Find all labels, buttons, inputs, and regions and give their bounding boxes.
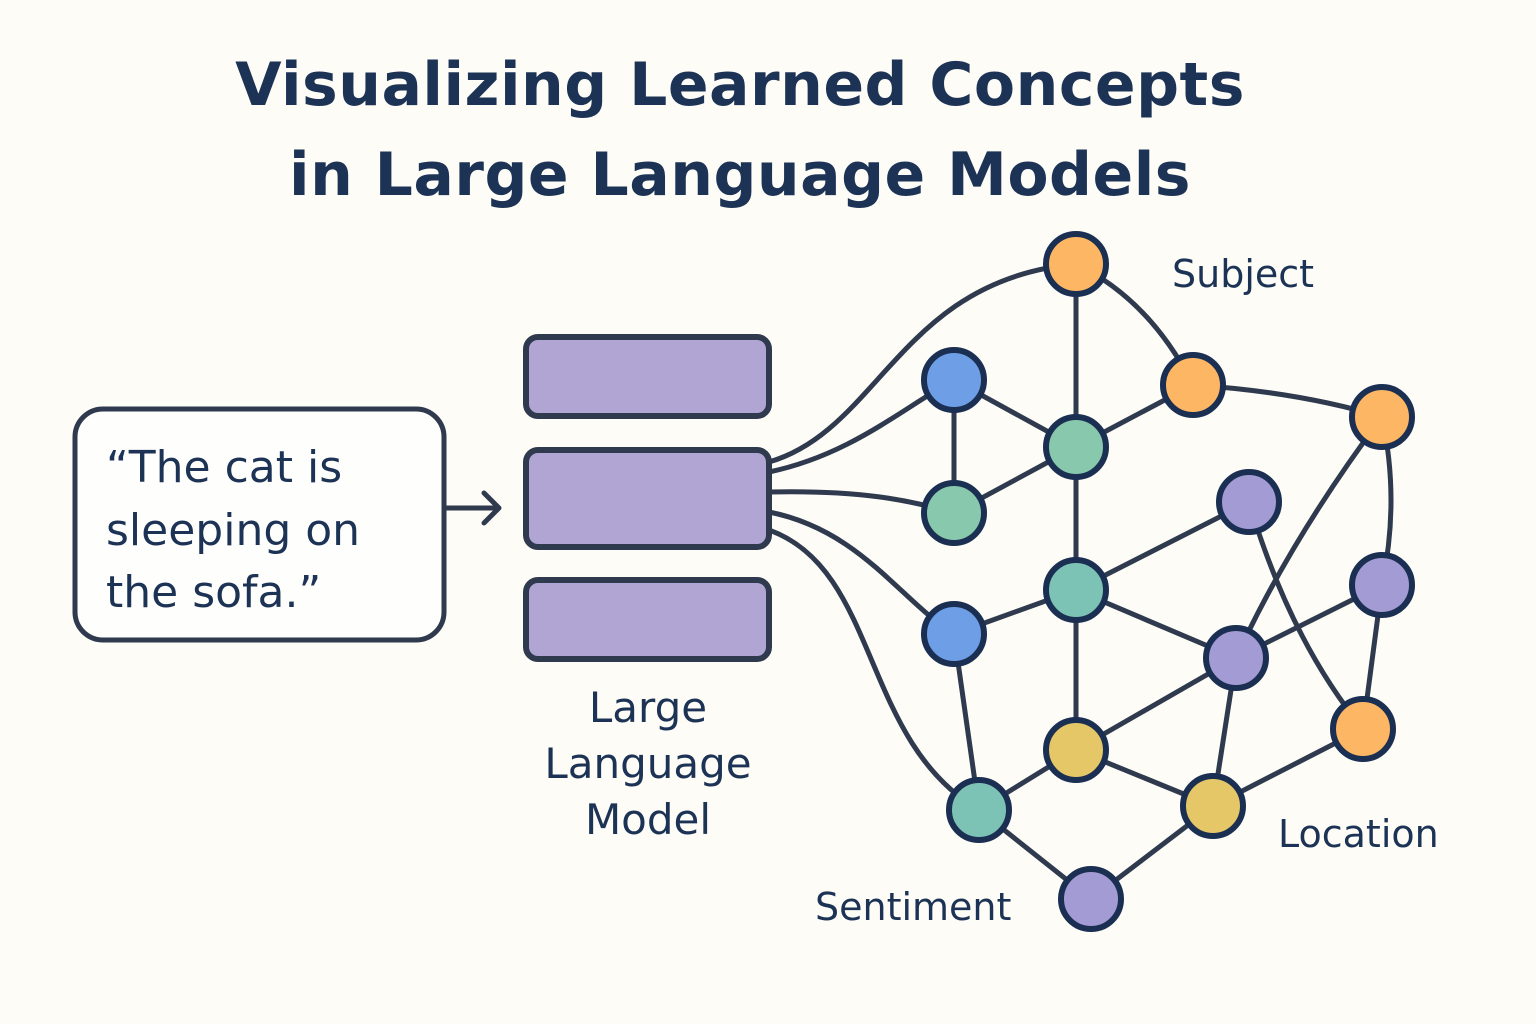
- concept-node-teal: [1043, 557, 1109, 623]
- page-title: Visualizing Learned Concepts in Large La…: [0, 40, 1480, 220]
- model-label-line-1: Large: [589, 683, 707, 732]
- graph-edge: [1233, 415, 1385, 660]
- concept-node-blue: [921, 601, 987, 667]
- input-line-2: sleeping on: [106, 505, 360, 556]
- concept-node-purple: [1058, 866, 1124, 932]
- concept-node-orange: [1330, 696, 1396, 762]
- concept-node-orange: [1043, 231, 1109, 297]
- concept-node-orange: [1349, 384, 1415, 450]
- input-line-3: the sofa.”: [106, 567, 321, 618]
- concept-label-subject: Subject: [1172, 252, 1314, 296]
- graph-edge: [1246, 501, 1365, 731]
- concept-node-green: [1043, 414, 1109, 480]
- concept-node-purple: [1349, 552, 1415, 618]
- model-links: [768, 261, 1077, 813]
- model-layer-1: [523, 334, 772, 419]
- concept-node-yellow: [1180, 773, 1246, 839]
- concept-node-green: [921, 480, 987, 546]
- model-label: Large Language Model: [544, 683, 751, 844]
- model-link-o1: [768, 261, 1077, 465]
- input-sentence-box: “The cat is sleeping on the sofa.”: [72, 406, 447, 643]
- concept-node-orange: [1160, 352, 1226, 418]
- concept-node-yellow: [1043, 717, 1109, 783]
- model-label-line-2: Language: [544, 739, 751, 788]
- input-line-1: “The cat is: [106, 442, 342, 493]
- concept-node-blue: [921, 347, 987, 413]
- arrow-icon: [443, 490, 502, 526]
- concept-node-purple: [1216, 469, 1282, 535]
- model-layer-3: [523, 577, 772, 662]
- title-line-1: Visualizing Learned Concepts: [235, 50, 1245, 120]
- model-label-line-3: Model: [585, 795, 711, 844]
- concept-graph-nodes: [921, 231, 1415, 932]
- concept-label-location: Location: [1278, 812, 1439, 856]
- concept-label-sentiment: Sentiment: [815, 885, 1011, 929]
- concept-node-purple: [1203, 625, 1269, 691]
- model-layer-2: [523, 447, 772, 550]
- model-layers: [523, 334, 772, 662]
- concept-node-teal: [946, 777, 1012, 843]
- model-link-t2: [768, 527, 981, 813]
- title-line-2: in Large Language Models: [289, 140, 1191, 210]
